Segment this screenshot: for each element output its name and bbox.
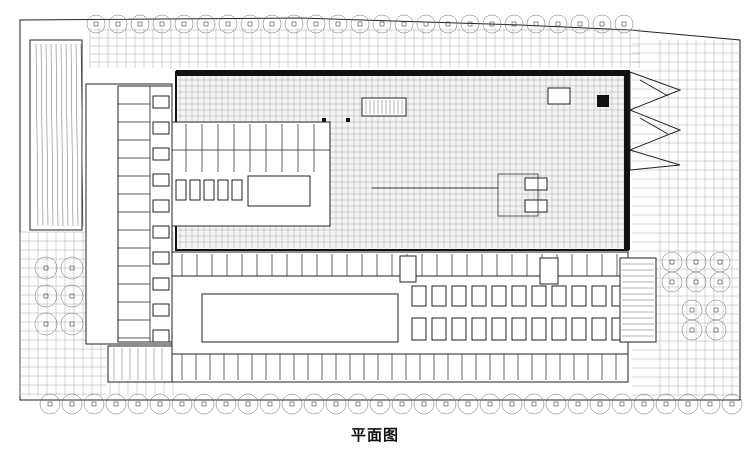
tree — [174, 14, 194, 34]
tree — [259, 393, 281, 415]
tree — [369, 393, 391, 415]
tree — [633, 393, 655, 415]
southwest-annex — [107, 345, 173, 383]
floor-plan-drawing — [19, 14, 743, 415]
tree — [677, 393, 699, 415]
tree — [193, 393, 215, 415]
tree — [460, 14, 480, 34]
tree — [105, 393, 127, 415]
tree — [262, 14, 282, 34]
tree — [350, 14, 370, 34]
tree — [60, 312, 84, 336]
tree-row-bottom — [39, 393, 743, 415]
tree — [240, 14, 260, 34]
column-2 — [346, 118, 350, 122]
tree — [391, 393, 413, 415]
tree — [108, 14, 128, 34]
tree — [681, 299, 703, 321]
tree — [372, 14, 392, 34]
column-1 — [322, 118, 326, 122]
tree — [413, 393, 435, 415]
annex-lines — [113, 348, 163, 380]
tree — [661, 271, 683, 293]
atrium-right-edge — [624, 70, 630, 250]
ramp-lines — [35, 43, 84, 227]
core-block-top-right — [547, 87, 571, 105]
site-boundary — [19, 17, 741, 401]
tree — [325, 393, 347, 415]
tree — [149, 393, 171, 415]
tree — [328, 14, 348, 34]
west-wing-partitions — [118, 86, 170, 343]
tree — [567, 393, 589, 415]
tree — [60, 256, 84, 280]
tree — [394, 14, 414, 34]
main-block-core — [201, 293, 399, 343]
tree — [347, 393, 369, 415]
tree — [570, 14, 590, 34]
kiosk-2 — [524, 199, 548, 213]
tree — [545, 393, 567, 415]
tree-row-top — [86, 14, 634, 34]
tree — [435, 393, 457, 415]
kiosk-3 — [497, 173, 539, 217]
tree — [306, 14, 326, 34]
tree — [196, 14, 216, 34]
tree — [457, 393, 479, 415]
stair-lines — [365, 100, 403, 114]
tree — [482, 14, 502, 34]
tree — [501, 393, 523, 415]
tree — [237, 393, 259, 415]
tree — [685, 271, 707, 293]
tree — [60, 284, 84, 308]
tree — [303, 393, 325, 415]
east-stair-lines — [622, 263, 654, 337]
tree — [523, 393, 545, 415]
main-block-partitions — [172, 254, 628, 380]
tree — [589, 393, 611, 415]
tree — [504, 14, 524, 34]
elevator-box — [597, 95, 609, 107]
stair-block — [361, 97, 407, 117]
figure-caption: 平面图 — [350, 426, 399, 444]
tree — [127, 393, 149, 415]
upper-courtyard — [247, 175, 311, 207]
tree — [34, 256, 58, 280]
tree — [34, 284, 58, 308]
tree — [215, 393, 237, 415]
kiosk-1 — [524, 177, 548, 191]
tree — [709, 271, 731, 293]
tree — [721, 393, 743, 415]
tree — [86, 14, 106, 34]
tree — [526, 14, 546, 34]
tree-grid-right — [661, 251, 731, 341]
tree — [152, 14, 172, 34]
tree — [479, 393, 501, 415]
entrance-canopy — [629, 71, 682, 171]
tree — [61, 393, 83, 415]
tree — [218, 14, 238, 34]
tree — [655, 393, 677, 415]
tree — [611, 393, 633, 415]
tree — [705, 319, 727, 341]
tree — [681, 319, 703, 341]
tree — [281, 393, 303, 415]
tree — [130, 14, 150, 34]
tree — [284, 14, 304, 34]
tree — [699, 393, 721, 415]
atrium-top-edge — [176, 70, 628, 76]
tree — [39, 393, 61, 415]
tree — [34, 312, 58, 336]
upper-block-partitions — [172, 124, 330, 201]
tree — [416, 14, 436, 34]
tree — [438, 14, 458, 34]
tree — [83, 393, 105, 415]
tree — [548, 14, 568, 34]
tree — [592, 14, 612, 34]
tree — [171, 393, 193, 415]
upper-block — [171, 121, 331, 227]
tree — [614, 14, 634, 34]
